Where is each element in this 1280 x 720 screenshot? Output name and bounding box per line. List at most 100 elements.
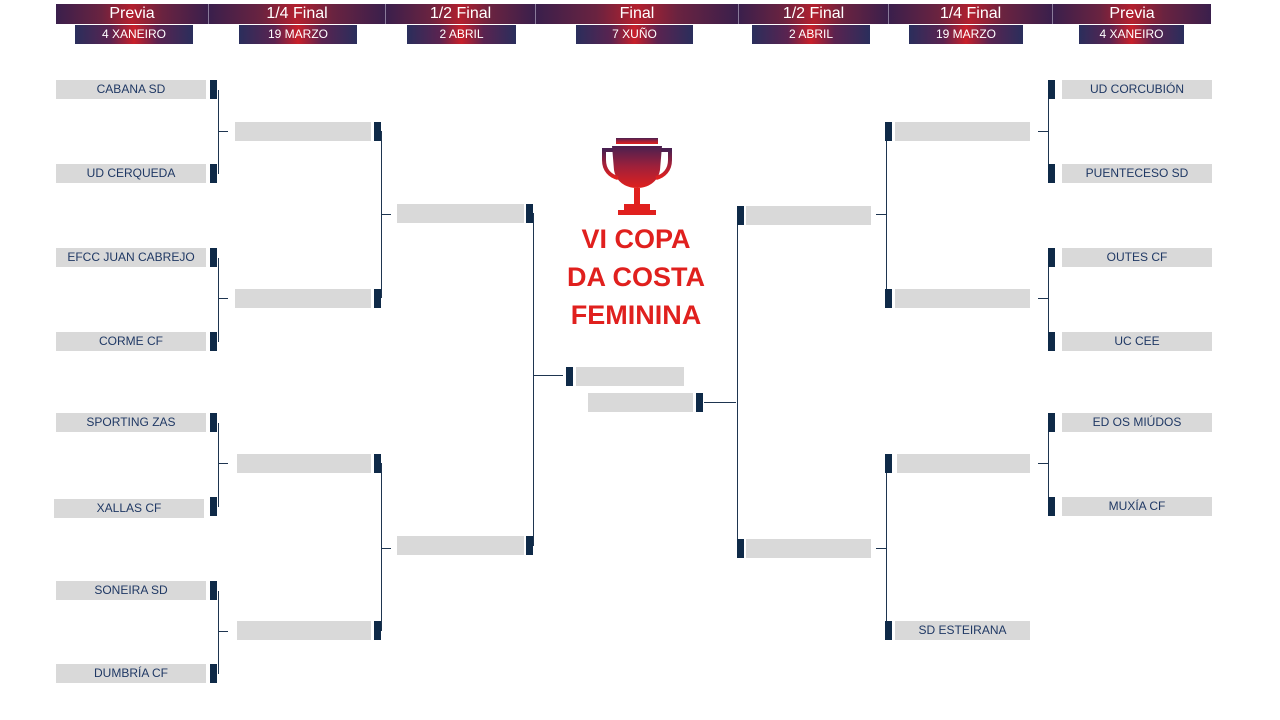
slot-marker [526,204,533,223]
team-slot: DUMBRÍA CF [56,664,206,683]
bracket-line [533,375,563,376]
team-slot [746,206,871,225]
team-slot [895,289,1030,308]
slot-marker [526,536,533,555]
slot-marker [885,454,892,473]
round-header-final: Final [536,4,739,24]
bracket-line [876,548,886,549]
team-slot: XALLAS CF [54,499,204,518]
bracket-line [1038,131,1048,132]
slot-marker [210,80,217,99]
finalist-slot [576,367,684,386]
bracket-line [1038,298,1048,299]
round-header-left-previa: Previa [56,4,209,24]
bracket-line [1048,423,1049,506]
bracket-line [737,213,738,546]
finalist-slot [588,393,693,412]
title-line: VI COPA [581,224,691,254]
slot-marker [737,539,744,558]
team-slot: CABANA SD [56,80,206,99]
bracket-line [1038,463,1048,464]
team-slot [237,621,371,640]
team-slot [235,289,371,308]
round-header-left-quarter: 1/4 Final [209,4,386,24]
team-slot: SONEIRA SD [56,581,206,600]
bracket-line [533,213,534,546]
trophy-icon [602,138,672,215]
slot-marker [566,367,573,386]
bracket-line [1048,258,1049,342]
team-slot: UC CEE [1062,332,1212,351]
bracket-line [1048,90,1049,174]
team-slot: OUTES CF [1062,248,1212,267]
bracket-line [876,214,886,215]
bracket-line [886,131,887,298]
round-date-right-quarter: 19 MARZO [909,25,1023,44]
slot-marker [1048,248,1055,267]
team-slot [897,454,1030,473]
bracket-line [218,90,219,174]
bracket-line [218,463,228,464]
bracket-line [704,402,736,403]
team-slot [397,536,524,555]
slot-marker [885,122,892,141]
team-slot: PUENTECESO SD [1062,164,1212,183]
round-header-right-semi: 1/2 Final [739,4,889,24]
slot-marker [696,393,703,412]
round-header-right-previa: Previa [1053,4,1211,24]
slot-marker [374,454,381,473]
round-date-right-semi: 2 ABRIL [752,25,870,44]
slot-marker [210,413,217,432]
bracket-line [886,463,887,631]
slot-marker [210,664,217,683]
bracket-line [218,423,219,507]
round-date-left-quarter: 19 MARZO [239,25,357,44]
round-date-left-semi: 2 ABRIL [407,25,516,44]
bracket-line [218,591,219,674]
team-slot: SD ESTEIRANA [895,621,1030,640]
bracket-line [381,214,391,215]
slot-marker [1048,80,1055,99]
team-slot [237,454,371,473]
team-slot [235,122,371,141]
title-line: FEMININA [570,300,702,330]
slot-marker [737,206,744,225]
team-slot: ED OS MIÚDOS [1062,413,1212,432]
bracket-line [218,258,219,342]
slot-marker [374,289,381,308]
team-slot: EFCC JUAN CABREJO [56,248,206,267]
round-date-final: 7 XUÑO [576,25,693,44]
title-line: DA COSTA [567,262,705,292]
round-header-left-semi: 1/2 Final [386,4,536,24]
round-date-left-previa: 4 XANEIRO [75,25,193,44]
team-slot [746,539,871,558]
slot-marker [374,621,381,640]
team-slot: MUXÍA CF [1062,497,1212,516]
team-slot [397,204,524,223]
bracket-line [218,131,228,132]
slot-marker [1048,332,1055,351]
team-slot: SPORTING ZAS [56,413,206,432]
team-slot: CORME CF [56,332,206,351]
slot-marker [210,332,217,351]
slot-marker [210,581,217,600]
round-header-right-quarter: 1/4 Final [889,4,1053,24]
slot-marker [1048,497,1055,516]
bracket-line [381,548,391,549]
tournament-title: VI COPA DA COSTA FEMININA [546,220,726,334]
bracket-line [381,463,382,631]
slot-marker [210,497,217,516]
slot-marker [1048,413,1055,432]
slot-marker [885,621,892,640]
team-slot: UD CERQUEDA [56,164,206,183]
round-date-right-previa: 4 XANEIRO [1079,25,1184,44]
team-slot [895,122,1030,141]
slot-marker [885,289,892,308]
team-slot: UD CORCUBIÓN [1062,80,1212,99]
bracket-line [218,631,228,632]
slot-marker [210,164,217,183]
slot-marker [1048,164,1055,183]
slot-marker [210,248,217,267]
slot-marker [374,122,381,141]
bracket-line [218,298,228,299]
